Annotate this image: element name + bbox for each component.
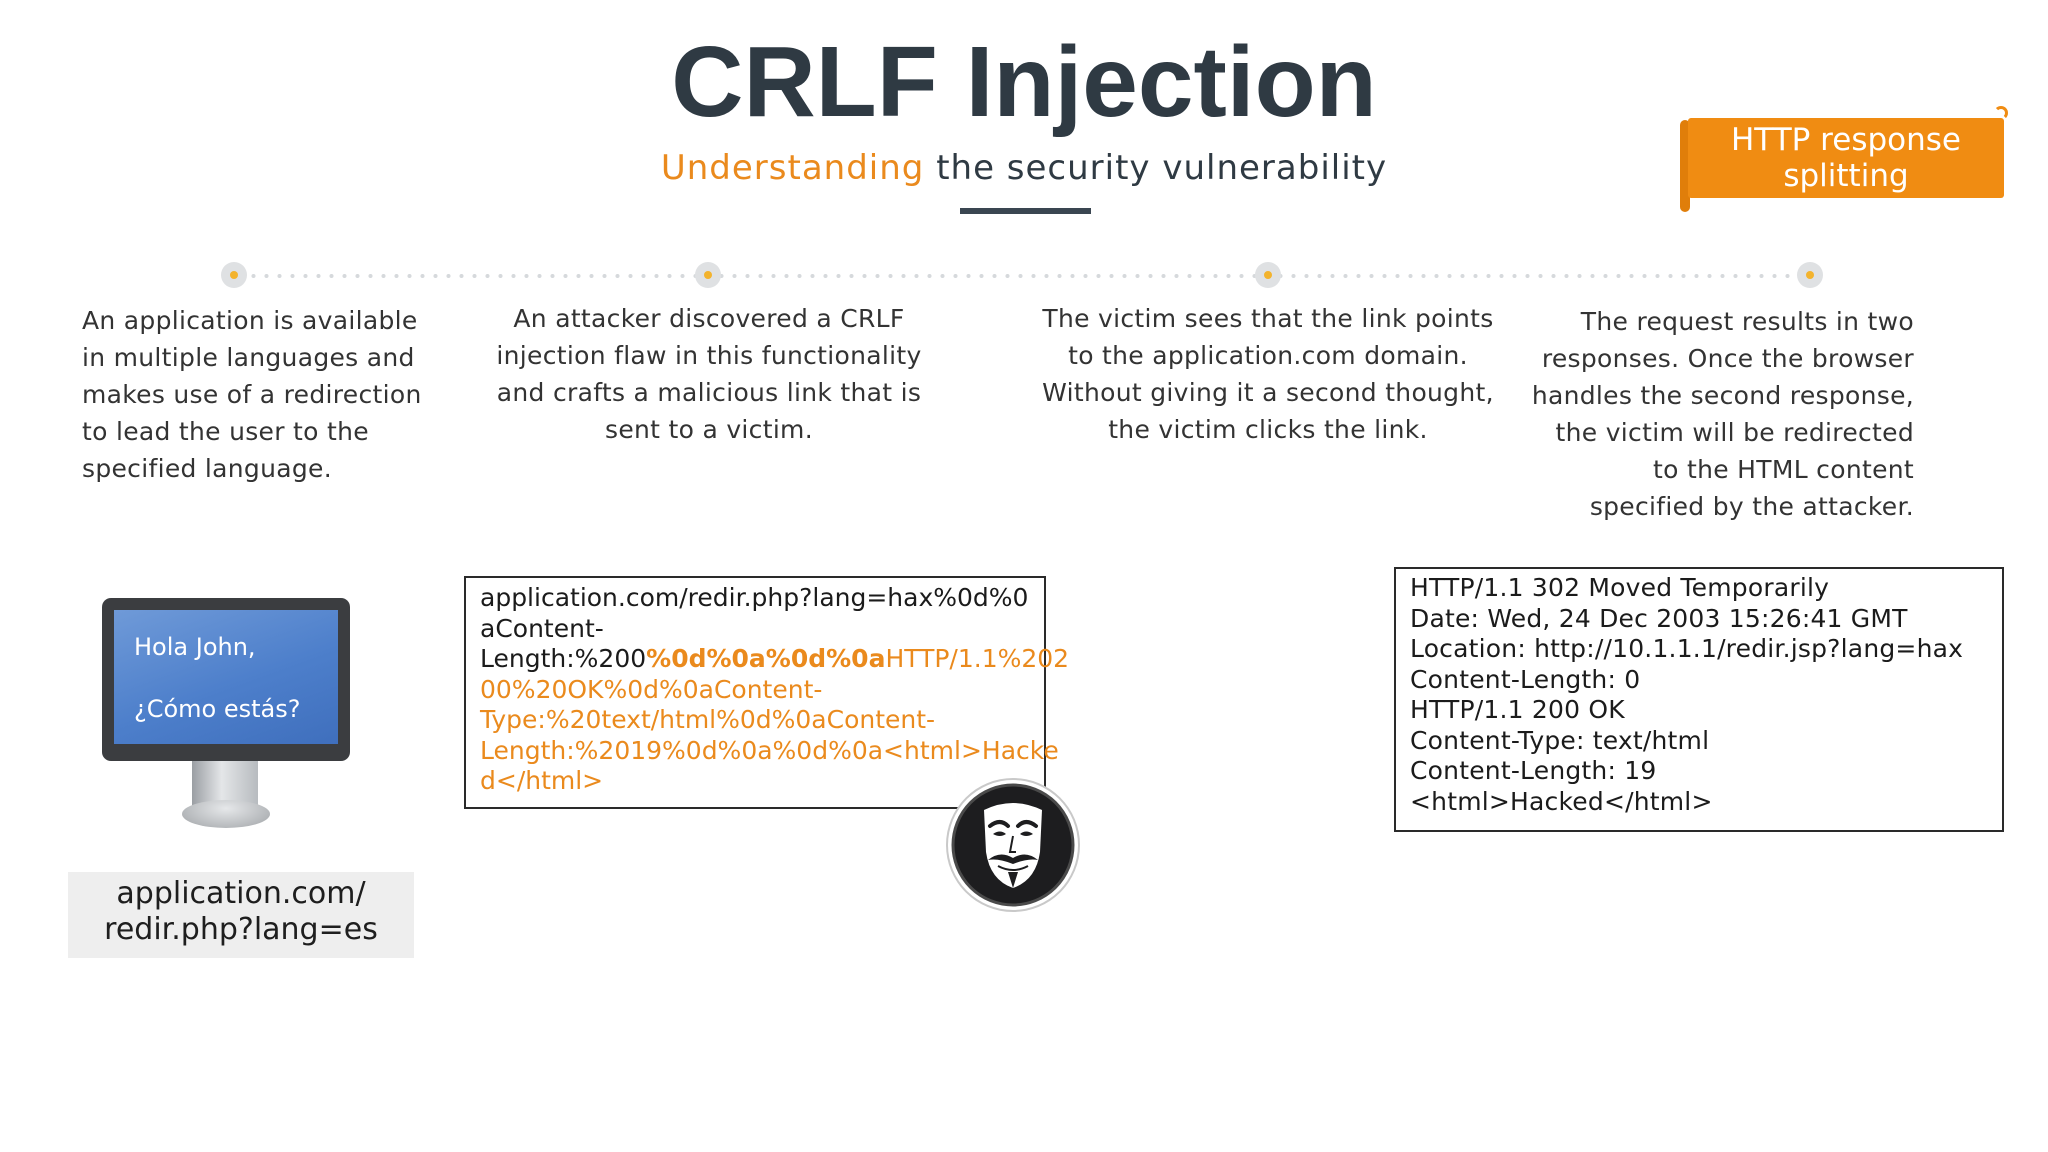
screen-greeting: Hola John,: [134, 633, 256, 661]
payload-line: Type:%20text/html%0d%0aContent-: [480, 705, 936, 734]
ribbon-curl: [1994, 106, 2008, 120]
monitor-base: [182, 800, 270, 828]
step-2-line: An attacker discovered a CRLF: [513, 304, 905, 333]
subtitle-accent: Understanding: [660, 148, 925, 188]
step-1-line: makes use of a redirection: [82, 380, 422, 409]
step-1-line: An application is available: [82, 306, 418, 335]
payload-line: application.com/redir.php?lang=hax%0d%0: [480, 583, 1029, 612]
response-line: Content-Length: 0: [1410, 664, 1641, 694]
response-injected-line: <html>Hacked</html>: [1410, 786, 1713, 816]
step-4-line: handles the second response,: [1531, 381, 1914, 410]
step-3-text: The victim sees that the link points to …: [1030, 300, 1506, 448]
monitor-stand: [192, 761, 258, 807]
payload-injected-segment: HTTP/1.1%202: [885, 644, 1070, 673]
timeline-dot-1: [221, 262, 247, 288]
timeline-dot-2: [695, 262, 721, 288]
payload-segment: Length:%200: [480, 644, 647, 673]
response-injected-line: Content-Length: 19: [1410, 756, 1657, 785]
step-4-text: The request results in two responses. On…: [1530, 303, 1914, 525]
malicious-link-box: [464, 576, 1046, 809]
step-1-line: to lead the user to the: [82, 417, 369, 446]
url-box: [68, 872, 414, 958]
http-response-box: [1394, 567, 2004, 832]
step-1-text: An application is available in multiple …: [82, 302, 442, 487]
screen-question: ¿Cómo estás?: [134, 695, 301, 723]
step-1-line: specified language.: [82, 454, 332, 483]
response-injected-line: HTTP/1.1 200 OK: [1410, 695, 1625, 724]
url-line: application.com/: [116, 876, 366, 911]
step-4-line: the victim will be redirected: [1555, 418, 1914, 447]
step-3-line: the victim clicks the link.: [1108, 415, 1428, 444]
timeline-dot-4: [1797, 262, 1823, 288]
response-line: Location: http://10.1.1.1/redir.jsp?lang…: [1410, 634, 1964, 663]
step-4-line: The request results in two: [1580, 307, 1914, 336]
step-4-line: to the HTML content: [1653, 455, 1914, 484]
step-3-line: to the application.com domain.: [1068, 341, 1468, 370]
response-line: HTTP/1.1 302 Moved Temporarily: [1410, 573, 1830, 602]
step-3-line: Without giving it a second thought,: [1042, 378, 1494, 407]
ribbon-roll: [1680, 120, 1690, 212]
step-1-line: in multiple languages and: [82, 343, 415, 372]
ribbon-line2: splitting: [1783, 158, 1909, 194]
timeline-dotted-line: [234, 274, 1810, 278]
step-3-line: The victim sees that the link points: [1042, 304, 1494, 333]
payload-line: d</html>: [480, 766, 604, 795]
monitor-screen: [114, 610, 338, 744]
page-title: CRLF Injection: [671, 26, 1377, 138]
payload-line: aContent-: [480, 613, 604, 643]
step-2-text: An attacker discovered a CRLF injection …: [472, 300, 946, 448]
page-subtitle: Understanding the security vulnerability: [0, 146, 2048, 190]
payload-line: Length:%200%0d%0a%0d%0aHTTP/1.1%202: [480, 644, 1069, 675]
guy-fawkes-mask-icon: [948, 780, 1078, 910]
ribbon-line1: HTTP response: [1731, 122, 1961, 158]
step-4-line: responses. Once the browser: [1541, 344, 1914, 373]
url-line: redir.php?lang=es: [104, 912, 378, 947]
response-line: Date: Wed, 24 Dec 2003 15:26:41 GMT: [1410, 603, 1908, 633]
payload-line: Length:%2019%0d%0a%0d%0a<html>Hacke: [480, 735, 1059, 765]
step-2-line: and crafts a malicious link that is: [496, 378, 922, 407]
subtitle-rest: the security vulnerability: [936, 148, 1388, 188]
step-2-line: injection flaw in this functionality: [496, 341, 922, 370]
ribbon-banner: HTTP response splitting: [1688, 118, 2004, 198]
step-2-line: sent to a victim.: [605, 415, 813, 444]
timeline-dot-3: [1255, 262, 1281, 288]
response-injected-line: Content-Type: text/html: [1410, 725, 1710, 755]
payload-crlf-segment: %0d%0a%0d%0a: [646, 644, 886, 673]
title-underline: [960, 208, 1091, 214]
step-4-line: specified by the attacker.: [1589, 492, 1914, 521]
payload-line: 00%20OK%0d%0aContent-: [480, 674, 823, 704]
